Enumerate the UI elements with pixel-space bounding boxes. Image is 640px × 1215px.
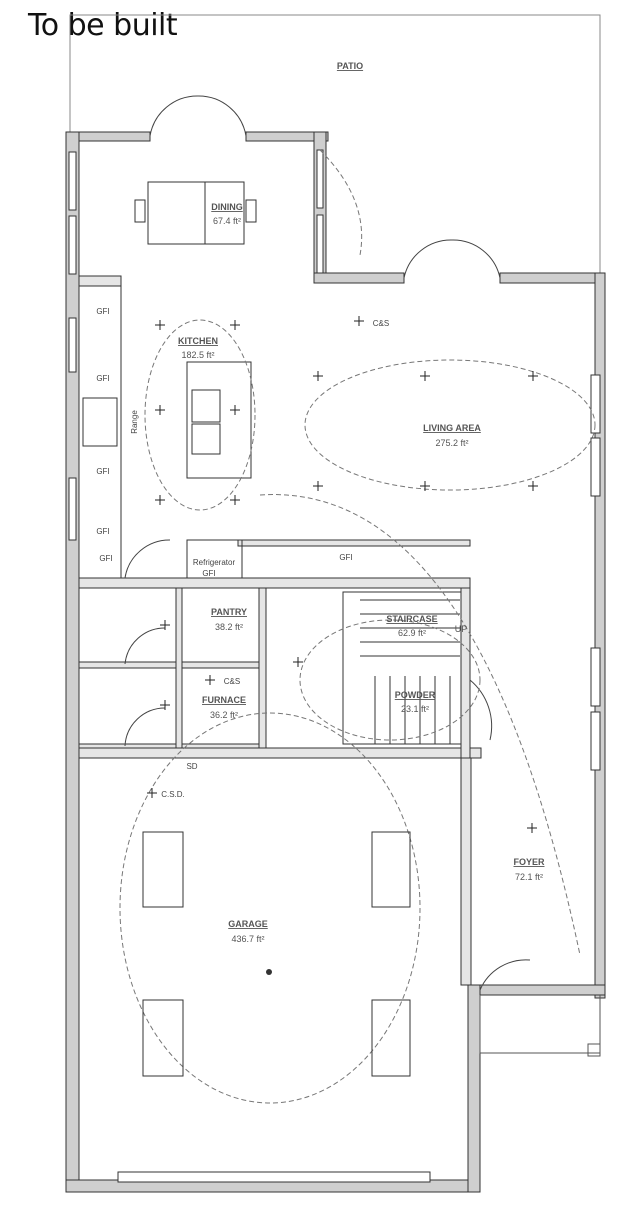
door-swings [124, 95, 531, 991]
room-name-pantry: PANTRY [211, 607, 247, 617]
pot-lights [147, 316, 538, 833]
room-area-kitchen: 182.5 ft² [181, 350, 214, 360]
gfi-label: GFI [96, 374, 109, 383]
room-name-kitchen: KITCHEN [178, 336, 218, 346]
gfi-label: GFI [96, 307, 109, 316]
gfi-label: GFI [96, 467, 109, 476]
gfi-label: GFI [339, 553, 352, 562]
room-area-staircase: 62.9 ft² [398, 628, 426, 638]
svg-text:PATIO: PATIO [337, 61, 363, 71]
stair-treads [360, 599, 460, 744]
interior-walls [78, 275, 482, 986]
range-label: Range [130, 410, 139, 434]
room-name-foyer: FOYER [513, 857, 545, 867]
sd-label: SD [186, 762, 197, 771]
stair-up-label: UP [455, 624, 468, 634]
windows [68, 149, 601, 1183]
smoke-detector-label: C&S [373, 319, 389, 328]
room-name-powder: POWDER [395, 690, 436, 700]
room-area-dining: 67.4 ft² [213, 216, 241, 226]
page-title: To be built [28, 8, 178, 43]
smoke-detector-label: C.S.D. [161, 790, 185, 799]
room-name-staircase: STAIRCASE [386, 614, 437, 624]
room-name-furnace: FURNACE [202, 695, 246, 705]
room-name-dining: DINING [211, 202, 243, 212]
gfi-label: GFI [96, 527, 109, 536]
gfi-label: GFI [202, 569, 215, 578]
dining-table [134, 181, 257, 245]
room-area-powder: 23.1 ft² [401, 704, 429, 714]
room-name-garage: GARAGE [228, 919, 268, 929]
refrigerator-label: Refrigerator [193, 558, 236, 567]
room-area-furnace: 36.2 ft² [210, 710, 238, 720]
fixture-labels: GFI GFI GFI GFI GFI GFI GFI Range Refrig… [96, 307, 467, 799]
kitchen-fixtures [78, 285, 462, 745]
room-area-garage: 436.7 ft² [231, 934, 264, 944]
gfi-label: GFI [99, 554, 112, 563]
smoke-detector-label: C&S [224, 677, 240, 686]
electrical-circuits [119, 149, 596, 1104]
patio-outline [69, 14, 601, 278]
room-name-patio: PATIO [337, 61, 363, 71]
room-labels: PATIO DINING 67.4 ft² KITCHEN 182.5 ft² … [178, 61, 545, 944]
room-area-pantry: 38.2 ft² [215, 622, 243, 632]
room-area-foyer: 72.1 ft² [515, 872, 543, 882]
room-name-living: LIVING AREA [423, 423, 481, 433]
room-area-living: 275.2 ft² [435, 438, 468, 448]
garage-lights [142, 831, 411, 1077]
floor-drain-icon [266, 969, 272, 975]
foyer-stoop [479, 995, 601, 1057]
